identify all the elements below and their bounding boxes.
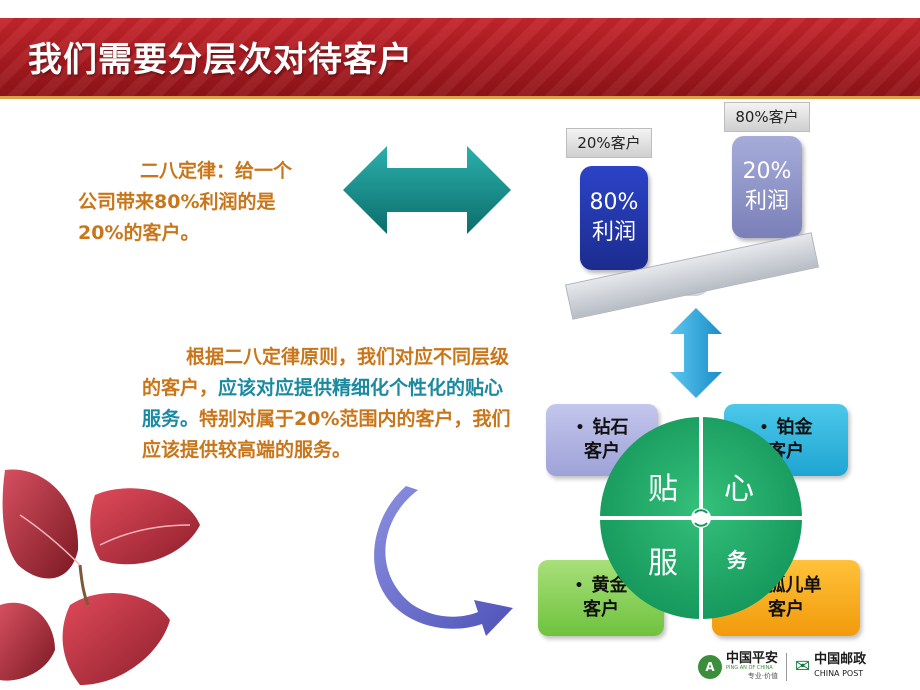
logo-separator <box>786 652 788 681</box>
tier-gold-label: 黄金 <box>591 575 628 596</box>
pareto-text: 二八定律：给一个公司带来80%利润的是20%的客户。 <box>78 156 310 249</box>
left-weight-label: 利润 <box>591 220 636 245</box>
left-scale-label: 20%客户 <box>566 128 652 158</box>
pareto-text-content: 二八定律：给一个公司带来80%利润的是20%的客户。 <box>78 160 293 244</box>
slide-title: 我们需要分层次对待客户 <box>28 40 413 80</box>
strategy-text-part2: 应该对应提供精细化个性化的贴心服务。 <box>142 377 504 430</box>
pingan-slogan: 专业·价值 <box>747 672 779 680</box>
right-scale-label: 80%客户 <box>724 102 810 132</box>
bullet-icon: • <box>759 420 769 436</box>
tier-diamond-label: 钻石 <box>592 417 629 438</box>
bullet-icon: • <box>574 578 584 594</box>
right-weight-pct: 20% <box>742 159 792 184</box>
vertical-double-arrow-icon <box>670 308 722 398</box>
china-post-logo-icon: ✉ <box>795 656 811 677</box>
bullet-icon: • <box>575 420 585 436</box>
pingan-sub: PING AN OF CHINA <box>726 665 773 671</box>
circle-quadrant-4: 务 <box>727 548 747 572</box>
curved-arrow-icon <box>374 486 513 636</box>
right-weight-label: 利润 <box>744 189 789 214</box>
pingan-logo-icon: A <box>698 654 722 679</box>
strategy-text-part1: 根据二八定律原则，我们对应不同层级的客户， <box>142 346 510 399</box>
circle-quadrant-2: 心 <box>724 472 754 507</box>
post-name: 中国邮政 <box>814 651 867 667</box>
title-bar: 我们需要分层次对待客户 <box>0 18 920 96</box>
strategy-text: 根据二八定律原则，我们对应不同层级的客户，应该对应提供精细化个性化的贴心服务。特… <box>142 342 517 466</box>
footer-logos: A 中国平安 PING AN OF CHINA 专业·价值 ✉ 中国邮政 CHI… <box>698 652 866 681</box>
leaves-decoration <box>0 469 200 685</box>
tier-platinum-label: 铂金 <box>776 417 813 438</box>
circle-quadrant-3: 服 <box>648 546 678 581</box>
service-circle <box>600 417 802 619</box>
tier-diamond-box: • 钻石 客户 <box>546 404 658 476</box>
right-weight: 20% 利润 <box>732 136 802 238</box>
tier-gold-sub: 客户 <box>583 599 619 620</box>
tier-diamond-sub: 客户 <box>584 441 620 462</box>
left-weight-pct: 80% <box>589 190 639 215</box>
post-sub: CHINA POST <box>814 668 864 678</box>
tier-orphan-label: 孤儿单 <box>767 575 822 596</box>
left-weight: 80% 利润 <box>580 166 648 270</box>
pingan-name: 中国平安 <box>726 651 779 666</box>
double-arrow-icon <box>343 146 511 234</box>
circle-quadrant-1: 贴 <box>648 472 678 507</box>
tier-orphan-sub: 客户 <box>768 599 804 620</box>
strategy-text-part3: 特别对属于20%范围内的客户，我们应该提供较高端的服务。 <box>142 408 511 461</box>
title-underline <box>0 96 920 99</box>
